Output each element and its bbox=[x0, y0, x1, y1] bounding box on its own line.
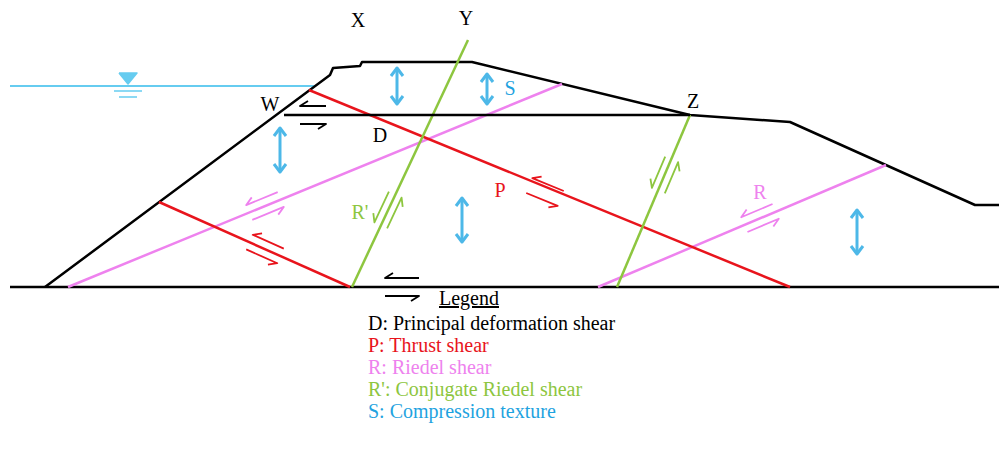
compression-arrow bbox=[856, 210, 859, 254]
conjugate-riedel-line bbox=[617, 115, 690, 287]
shear-sense-arrow bbox=[253, 233, 284, 248]
principal-shear-line bbox=[284, 114, 690, 117]
shear-label: D bbox=[373, 124, 387, 146]
compression-arrow-head bbox=[481, 74, 493, 82]
compression-arrow-head bbox=[274, 128, 286, 136]
shear-sense-arrow bbox=[246, 249, 277, 264]
shear-sense-arrow bbox=[385, 273, 419, 278]
ground-line bbox=[10, 286, 999, 289]
legend-entry: R': Conjugate Riedel shear bbox=[368, 378, 582, 400]
legend-text: R': Conjugate Riedel shear bbox=[368, 378, 582, 400]
water-level-mark bbox=[119, 96, 137, 98]
compression-arrow-head bbox=[456, 234, 468, 242]
shear-label: R bbox=[753, 181, 766, 203]
compression-arrow bbox=[461, 198, 464, 242]
thrust-shear-line bbox=[159, 202, 350, 287]
shear-sense-arrow bbox=[300, 101, 326, 106]
point-label: Y bbox=[459, 7, 473, 29]
legend-text: D: Principal deformation shear bbox=[368, 312, 615, 334]
compression-arrow bbox=[486, 74, 489, 104]
shear-sense-arrow bbox=[526, 193, 557, 207]
legend-heading: Legend bbox=[439, 287, 499, 309]
legend-entry: S: Compression texture bbox=[368, 400, 556, 422]
shear-sense-arrow bbox=[387, 198, 403, 229]
shear-sense-arrow bbox=[385, 296, 419, 301]
shear-label: R' bbox=[352, 201, 369, 223]
water-level-symbol bbox=[119, 73, 137, 84]
compression-arrow-head bbox=[391, 96, 403, 104]
legend-text: S: Compression texture bbox=[368, 400, 556, 422]
point-label: W bbox=[261, 93, 280, 115]
point-label: Z bbox=[687, 90, 699, 112]
shear-sense-arrow bbox=[650, 157, 665, 188]
shear-sense-arrow bbox=[246, 192, 277, 205]
legend-entry: R: Riedel shear bbox=[368, 356, 491, 378]
shear-sense-arrow bbox=[252, 207, 283, 220]
shear-sense-arrow bbox=[747, 219, 778, 232]
shear-sense-arrow bbox=[300, 124, 326, 129]
texture-label: S bbox=[504, 77, 515, 99]
compression-arrow bbox=[279, 128, 282, 172]
compression-arrow-head bbox=[481, 96, 493, 104]
legend-text: R: Riedel shear bbox=[368, 356, 491, 378]
shear-label: P bbox=[494, 179, 505, 201]
thrust-shear-line bbox=[309, 90, 790, 287]
compression-arrow-head bbox=[851, 210, 863, 218]
shear-sense-arrow bbox=[373, 192, 389, 223]
compression-arrow-head bbox=[456, 198, 468, 206]
legend-entry: P: Thrust shear bbox=[368, 334, 489, 356]
conjugate-riedel-line bbox=[352, 40, 468, 287]
legend-text: P: Thrust shear bbox=[368, 334, 489, 356]
point-label: X bbox=[351, 9, 365, 31]
shear-sense-arrow bbox=[665, 162, 680, 193]
legend-entry: D: Principal deformation shear bbox=[368, 312, 615, 334]
compression-arrow-head bbox=[391, 68, 403, 76]
compression-arrow-head bbox=[274, 164, 286, 172]
water-surface bbox=[10, 85, 315, 87]
compression-arrow-head bbox=[851, 246, 863, 254]
dam-outline bbox=[45, 62, 999, 287]
shear-sense-arrow bbox=[741, 204, 772, 217]
shear-sense-arrow bbox=[532, 177, 563, 191]
compression-arrow bbox=[396, 68, 399, 104]
water-level-mark bbox=[114, 90, 142, 92]
